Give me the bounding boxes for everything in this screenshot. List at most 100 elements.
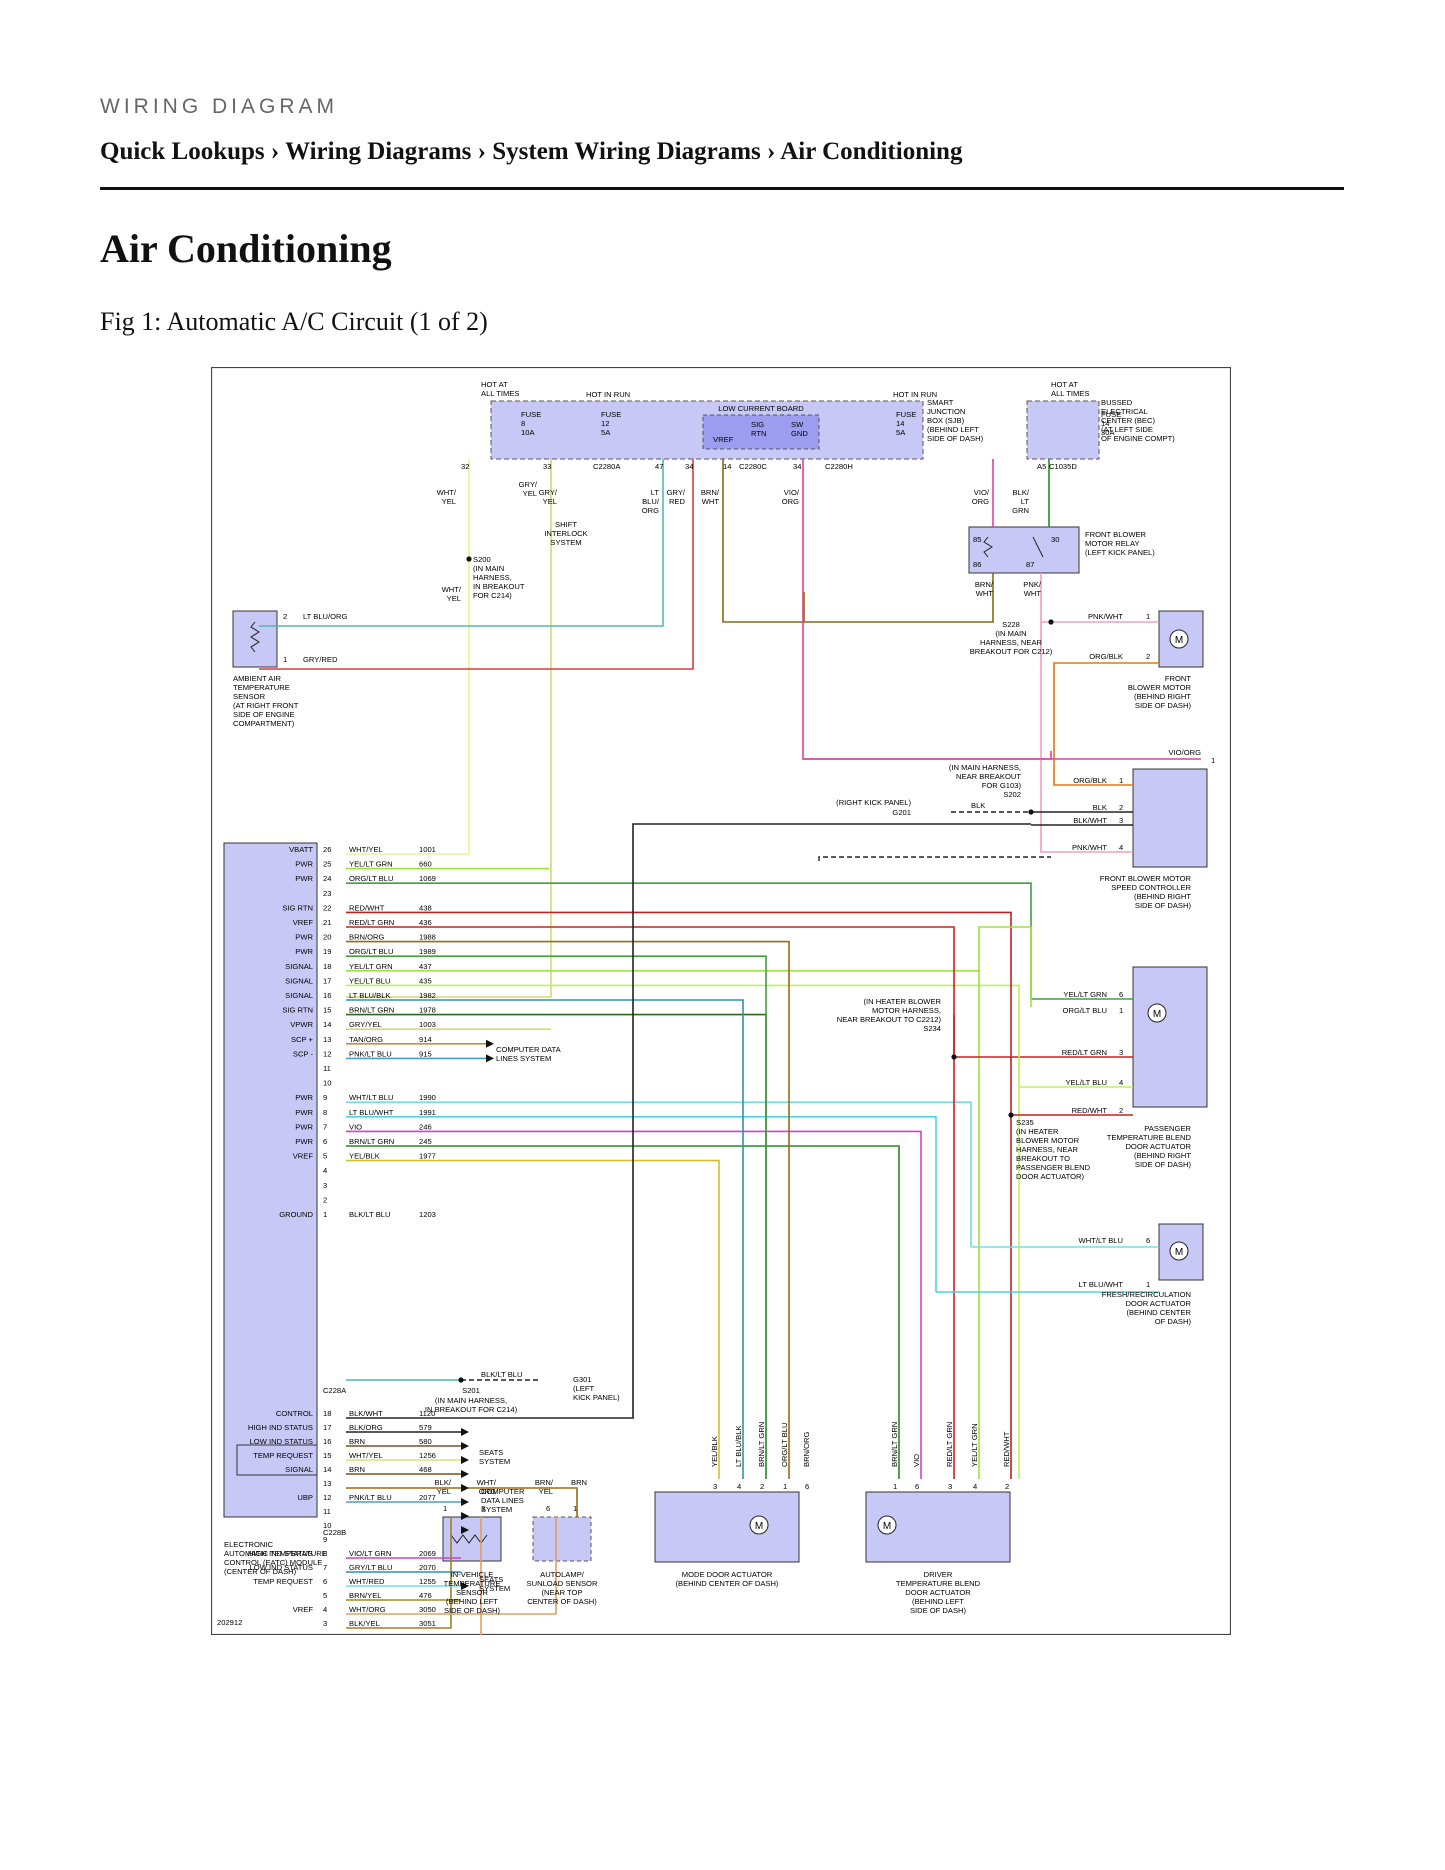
diagram-label: YEL/LT GRN — [349, 962, 393, 971]
diagram-label: SW — [791, 420, 804, 429]
diagram-label: BREAKOUT TO — [1016, 1154, 1070, 1163]
diagram-label: ALL TIMES — [481, 389, 519, 398]
diagram-label: 1 — [443, 1504, 447, 1513]
diagram-label: 1 — [323, 1210, 327, 1219]
diagram-label: 1977 — [419, 1152, 436, 1161]
diagram-label: 2 — [1119, 803, 1123, 812]
diagram-label: SUNLOAD SENSOR — [527, 1579, 598, 1588]
diagram-label: 7 — [323, 1122, 327, 1131]
diagram-label: (IN MAIN — [995, 629, 1026, 638]
diagram-label: 13 — [323, 1035, 331, 1044]
breadcrumb-item[interactable]: Wiring Diagrams — [285, 138, 472, 165]
diagram-label: ORG/LT BLU — [780, 1423, 789, 1467]
diagram-label: BOX (SJB) — [927, 416, 965, 425]
diagram-label: S201 — [462, 1386, 480, 1395]
diagram-label: S200 — [473, 555, 491, 564]
diagram-label: (IN MAIN HARNESS, — [949, 763, 1021, 772]
diagram-label: 20 — [323, 933, 331, 942]
diagram-label: DOOR ACTUATOR) — [1016, 1172, 1085, 1181]
diagram-label: 468 — [419, 1465, 432, 1474]
diagram-label: 8 — [521, 419, 525, 428]
diagram-label: VREF — [293, 1605, 314, 1614]
diagram-label: LINES SYSTEM — [496, 1054, 551, 1063]
diagram-label: BREAKOUT FOR C212) — [970, 647, 1053, 656]
diagram-label: BRN/ — [535, 1478, 554, 1487]
diagram-label: 2 — [283, 612, 287, 621]
diagram-label: (BEHIND RIGHT — [1134, 892, 1191, 901]
wire-c228a-pin-6 — [346, 1145, 900, 1479]
diagram-label: FOR C214) — [473, 591, 512, 600]
diagram-label: (IN HEATER — [1016, 1127, 1059, 1136]
wire-wht-org — [480, 1517, 482, 1635]
diagram-label: CENTER (BEC) — [1101, 416, 1155, 425]
diagram-label: 21 — [323, 918, 331, 927]
diagram-label: 8 — [323, 1549, 327, 1558]
diagram-label: VIO — [912, 1454, 921, 1467]
ground-wire — [818, 856, 1051, 861]
diagram-label: FRONT BLOWER MOTOR — [1100, 874, 1192, 883]
diagram-label: 19 — [323, 947, 331, 956]
diagram-label: 16 — [323, 1437, 331, 1446]
diagram-label: PNK/LT BLU — [349, 1049, 392, 1058]
diagram-label: SIG RTN — [282, 1006, 313, 1015]
diagram-label: DOOR ACTUATOR — [905, 1588, 971, 1597]
diagram-label: ORG — [479, 1487, 496, 1496]
wire-c228a-pin-8 — [346, 1115, 937, 1292]
breadcrumb-item[interactable]: System Wiring Diagrams — [492, 138, 761, 165]
eatc-module — [223, 842, 318, 1518]
section-kicker: WIRING DIAGRAM — [100, 95, 338, 118]
diagram-label: SENSOR — [456, 1588, 489, 1597]
diagram-label: BRN/LT GRN — [349, 1006, 394, 1015]
diagram-label: WHT — [1024, 589, 1042, 598]
breadcrumb-item[interactable]: Air Conditioning — [780, 138, 963, 165]
diagram-label: 476 — [419, 1591, 432, 1600]
blower-relay-box — [968, 526, 1080, 574]
diagram-label: 246 — [419, 1122, 432, 1131]
diagram-label: VREF — [293, 918, 314, 927]
diagram-label: BLOWER MOTOR — [1128, 683, 1192, 692]
splice-dot — [1008, 1112, 1014, 1118]
diagram-label: IN BREAKOUT FOR C214) — [425, 1405, 518, 1414]
arrow-icon — [461, 1456, 469, 1464]
diagram-label: RED/LT GRN — [945, 1422, 954, 1467]
diagram-label: 34 — [793, 462, 801, 471]
speed-controller-box — [1132, 768, 1208, 868]
component-boxes — [223, 400, 1208, 1563]
diagram-label: HARNESS, — [473, 573, 512, 582]
diagram-label: YEL — [437, 1487, 451, 1496]
diagram-label: HOT AT — [481, 380, 508, 389]
diagram-label: FUSE — [521, 410, 541, 419]
diagram-label: COMPUTER DATA — [496, 1045, 562, 1054]
diagram-label: (BEHIND LEFT — [912, 1597, 964, 1606]
connector-label: C2280A — [593, 462, 621, 471]
diagram-label: CONTROL (EATC) MODULE — [224, 1558, 322, 1567]
diagram-label: 3 — [323, 1619, 327, 1628]
breadcrumb-item[interactable]: Quick Lookups — [100, 138, 265, 165]
diagram-label: (BEHIND CENTER — [1126, 1308, 1191, 1317]
diagram-label: YEL — [447, 594, 461, 603]
diagram-label: YEL — [543, 497, 557, 506]
diagram-label: ELECTRONIC — [224, 1540, 273, 1549]
diagram-label: 7 — [323, 1563, 327, 1572]
diagram-label: 17 — [323, 976, 331, 985]
diagram-label: 1991 — [419, 1108, 436, 1117]
diagram-label: BLK/LT BLU — [481, 1370, 523, 1379]
diagram-label: YEL — [539, 1487, 553, 1496]
wire-c228b-pin-3 — [346, 1517, 452, 1629]
diagram-label: 4 — [323, 1166, 327, 1175]
diagram-label: TAN/ORG — [349, 1035, 383, 1044]
diagram-label: 437 — [419, 962, 432, 971]
diagram-label: FOR G103) — [982, 781, 1022, 790]
diagram-label: 2 — [323, 1195, 327, 1204]
connector-label: C2280H — [825, 462, 853, 471]
diagram-label: 6 — [805, 1482, 809, 1491]
diagram-label: 18 — [323, 1409, 331, 1418]
motor-icon: M — [1169, 1241, 1189, 1261]
diagram-label: 3 — [481, 1504, 485, 1513]
diagram-label: 1 — [283, 655, 287, 664]
diagram-label: TEMP REQUEST — [253, 1451, 313, 1460]
diagram-label: 12 — [323, 1049, 331, 1058]
diagram-label: 85 — [973, 535, 981, 544]
diagram-label: ELECTRICAL — [1101, 407, 1148, 416]
diagram-label: 1988 — [419, 933, 436, 942]
